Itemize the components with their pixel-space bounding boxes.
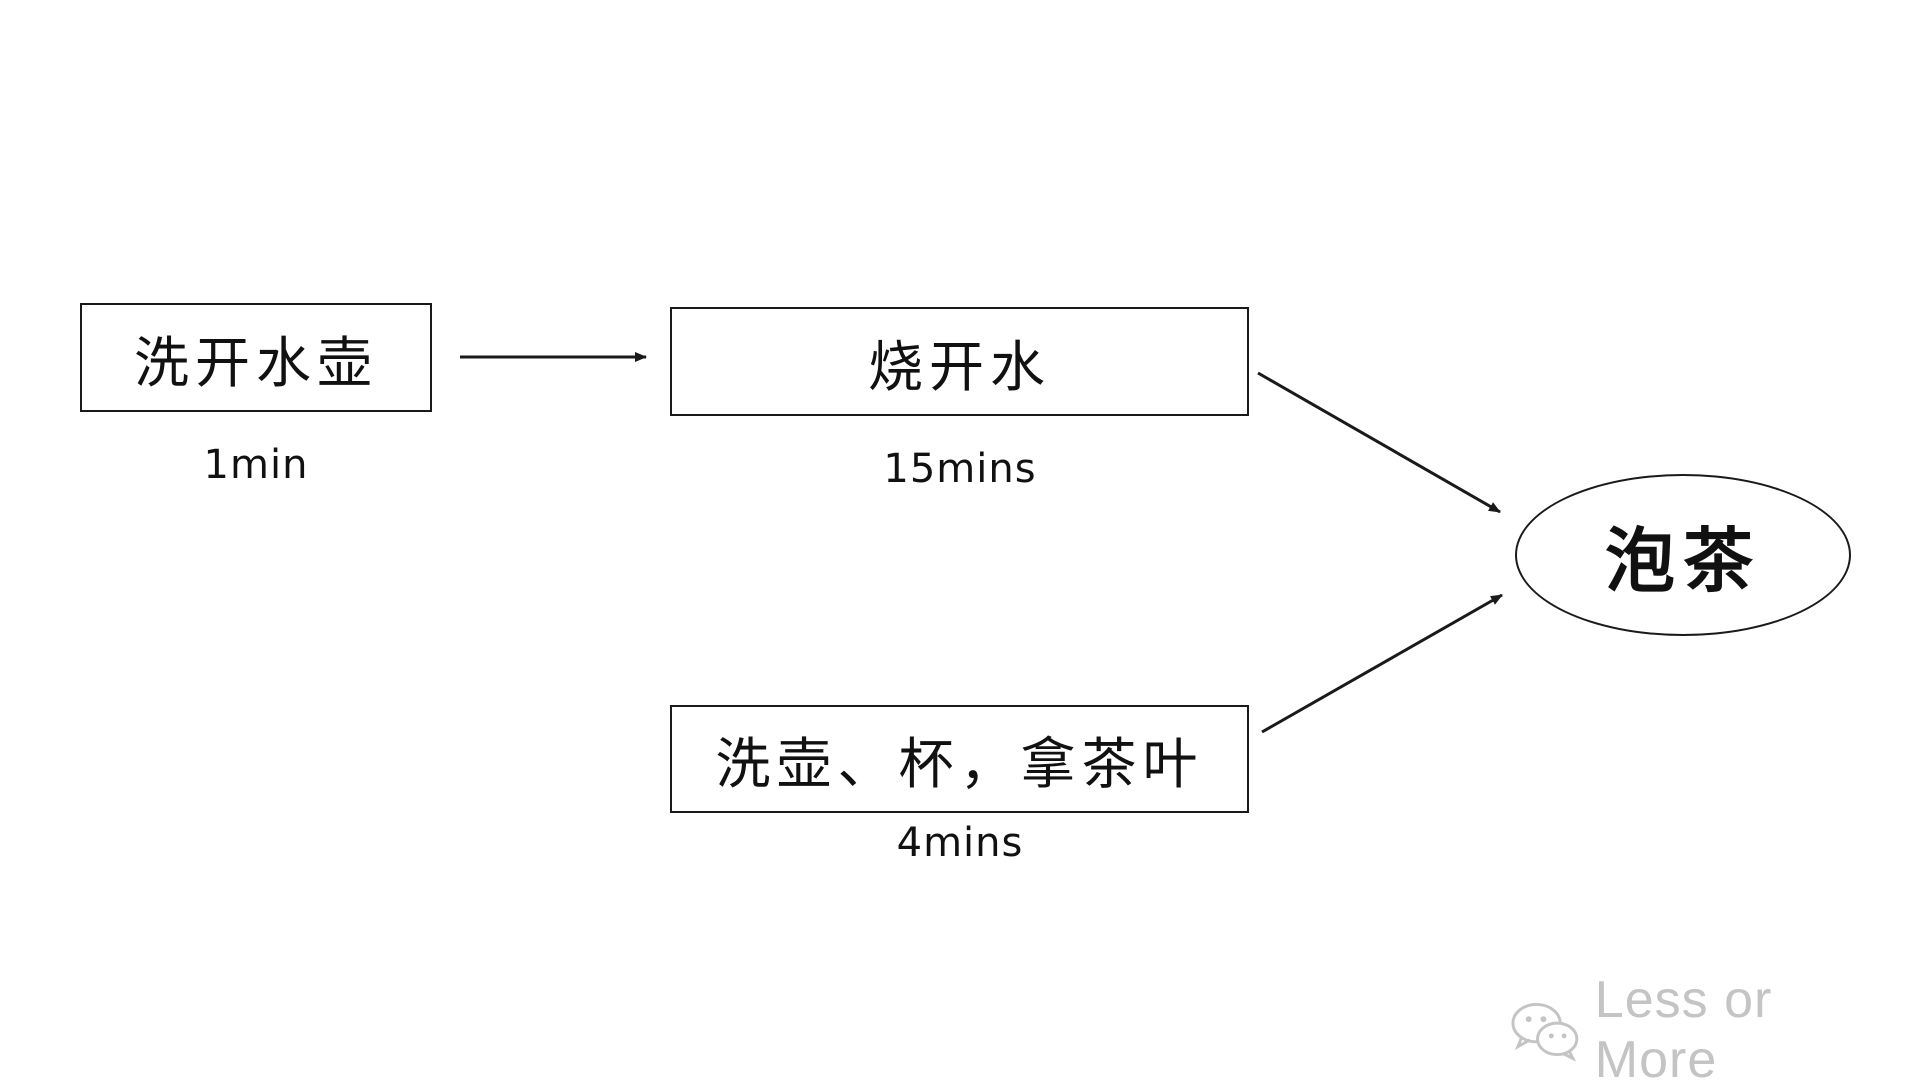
wechat-icon: [1511, 1002, 1579, 1061]
duration-wash-kettle: 1min: [203, 442, 309, 488]
duration-boil-water: 15mins: [883, 446, 1037, 492]
node-make-tea: 泡茶: [1515, 474, 1851, 636]
node-wash-kettle: 洗开水壶: [80, 303, 432, 412]
node-boil-water-label: 烧开水: [867, 334, 1051, 399]
node-wash-cups-label: 洗壶、杯，拿茶叶: [715, 732, 1204, 796]
watermark: Less or More: [1510, 970, 1905, 1090]
arrow-wash-cups-to-tea: [1261, 593, 1503, 734]
node-make-tea-label: 泡茶: [1605, 519, 1761, 602]
watermark-text: Less or More: [1594, 971, 1773, 1089]
node-wash-cups: 洗壶、杯，拿茶叶: [670, 705, 1249, 813]
arrow-boil-to-tea: [1257, 371, 1501, 514]
node-boil-water: 烧开水: [670, 307, 1249, 416]
duration-wash-cups: 4mins: [896, 820, 1024, 866]
node-wash-kettle-label: 洗开水壶: [133, 330, 378, 395]
